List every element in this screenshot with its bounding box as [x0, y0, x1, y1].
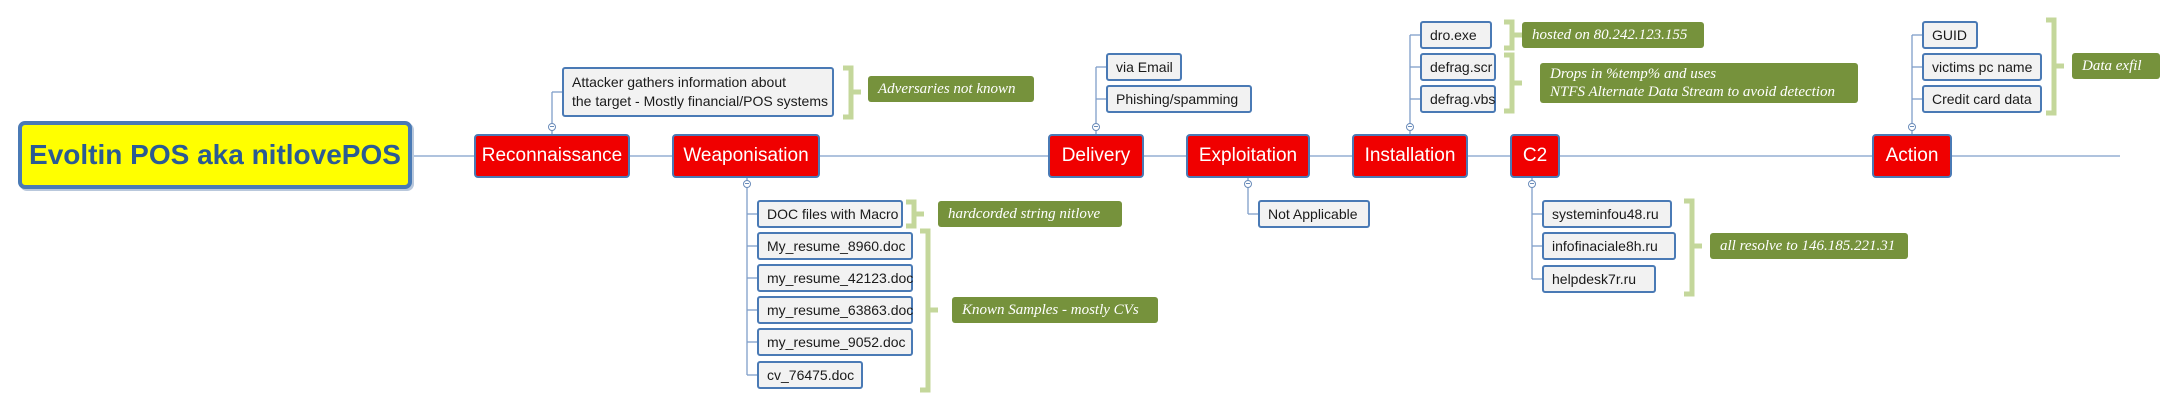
- weapon-item-sample[interactable]: cv_76475.doc: [757, 361, 863, 389]
- phase-delivery[interactable]: Delivery: [1048, 134, 1144, 178]
- collapse-toggle-exploitation[interactable]: [1244, 180, 1252, 188]
- collapse-toggle-reconnaissance[interactable]: [548, 123, 556, 131]
- recon-item[interactable]: Attacker gathers information about the t…: [562, 67, 834, 117]
- recon-item-line1: Attacker gathers information about: [572, 74, 787, 90]
- installation-item-defrag-scr[interactable]: defrag.scr: [1420, 53, 1496, 81]
- phase-c2[interactable]: C2: [1510, 134, 1560, 178]
- bracket-macro: [906, 199, 924, 229]
- phase-weaponisation[interactable]: Weaponisation: [672, 134, 820, 178]
- note-drops-line1: Drops in %temp% and uses: [1550, 66, 1717, 82]
- phase-installation[interactable]: Installation: [1352, 134, 1468, 178]
- collapse-toggle-installation[interactable]: [1406, 123, 1414, 131]
- c2-domain[interactable]: infofinaciale8h.ru: [1542, 232, 1676, 260]
- phase-reconnaissance[interactable]: Reconnaissance: [474, 134, 630, 178]
- exploitation-item[interactable]: Not Applicable: [1258, 200, 1370, 228]
- delivery-item-phishing[interactable]: Phishing/spamming: [1106, 85, 1252, 113]
- installation-item-defrag-vbs[interactable]: defrag.vbs: [1420, 85, 1496, 113]
- bracket-recon: [843, 65, 861, 120]
- phase-action[interactable]: Action: [1872, 134, 1952, 178]
- collapse-toggle-weaponisation[interactable]: [743, 180, 751, 188]
- action-item-credit-card[interactable]: Credit card data: [1922, 85, 2042, 113]
- bracket-c2: [1684, 198, 1702, 297]
- bracket-host: [1504, 19, 1522, 51]
- note-hosted-on[interactable]: hosted on 80.242.123.155: [1522, 22, 1704, 48]
- weapon-item-sample[interactable]: My_resume_8960.doc: [757, 232, 913, 260]
- note-drops-temp[interactable]: Drops in %temp% and uses NTFS Alternate …: [1540, 63, 1858, 103]
- c2-domain[interactable]: helpdesk7r.ru: [1542, 265, 1656, 293]
- grouping-brackets: [843, 17, 2064, 393]
- weapon-item-macro[interactable]: DOC files with Macro: [757, 200, 903, 228]
- weapon-item-sample[interactable]: my_resume_42123.doc: [757, 264, 913, 292]
- action-item-guid[interactable]: GUID: [1922, 21, 1978, 49]
- recon-item-line2: the target - Mostly financial/POS system…: [572, 93, 828, 109]
- note-hardcoded-string[interactable]: hardcorded string nitlove: [938, 201, 1122, 227]
- installation-item-dro-exe[interactable]: dro.exe: [1420, 21, 1492, 49]
- bracket-drops: [1504, 52, 1522, 114]
- note-known-samples[interactable]: Known Samples - mostly CVs: [952, 297, 1158, 323]
- note-data-exfil[interactable]: Data exfil: [2072, 53, 2160, 79]
- collapse-toggle-action[interactable]: [1908, 123, 1916, 131]
- root-topic[interactable]: Evoltin POS aka nitlovePOS: [18, 121, 412, 189]
- c2-domain[interactable]: systeminfou48.ru: [1542, 200, 1672, 228]
- delivery-item-email[interactable]: via Email: [1106, 53, 1182, 81]
- phase-exploitation[interactable]: Exploitation: [1186, 134, 1310, 178]
- note-drops-line2: NTFS Alternate Data Stream to avoid dete…: [1550, 84, 1835, 100]
- action-item-pc-name[interactable]: victims pc name: [1922, 53, 2042, 81]
- collapse-toggle-c2[interactable]: [1528, 180, 1536, 188]
- bracket-samples: [920, 228, 938, 393]
- weapon-item-sample[interactable]: my_resume_9052.doc: [757, 328, 913, 356]
- weapon-item-sample[interactable]: my_resume_63863.doc: [757, 296, 913, 324]
- note-resolve-ip[interactable]: all resolve to 146.185.221.31: [1710, 233, 1908, 259]
- collapse-toggle-delivery[interactable]: [1092, 123, 1100, 131]
- bracket-action: [2046, 17, 2064, 116]
- note-adversaries[interactable]: Adversaries not known: [868, 76, 1034, 102]
